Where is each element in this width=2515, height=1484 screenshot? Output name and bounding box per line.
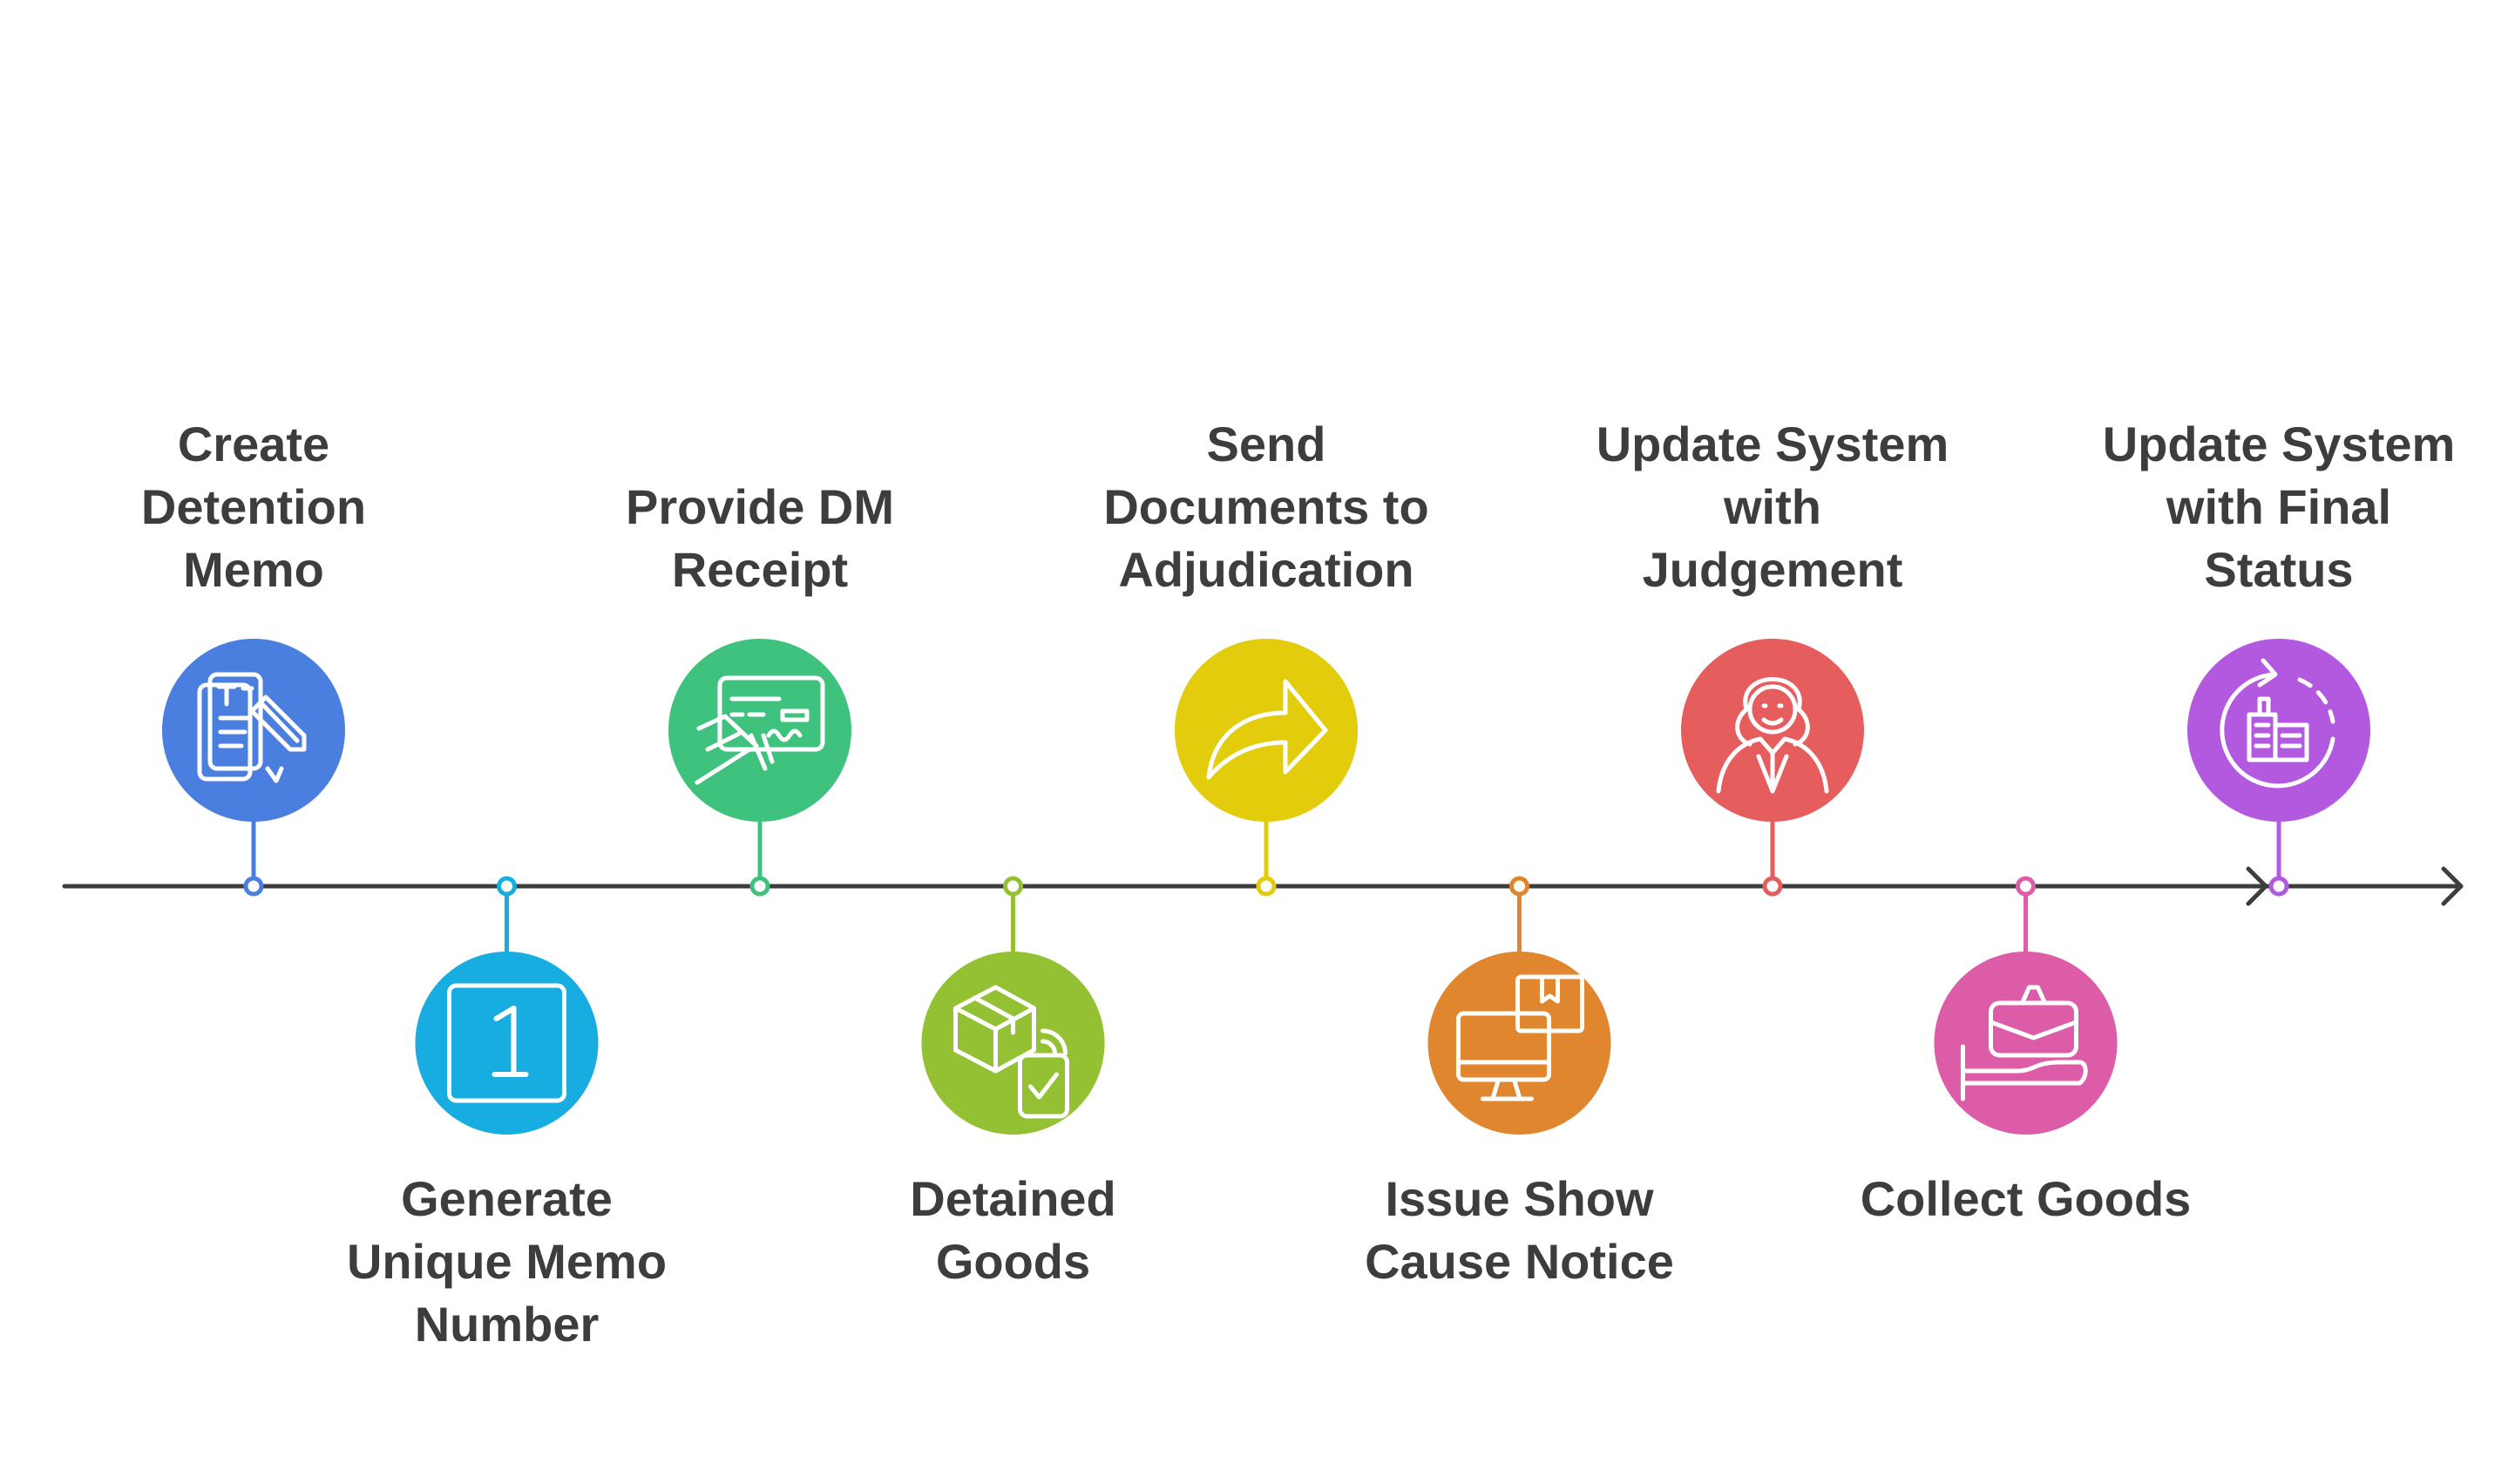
step-circle (1934, 952, 2118, 1135)
step-circle (921, 952, 1105, 1135)
receipt-card-icon (695, 675, 825, 785)
step-circle (668, 639, 851, 822)
step-label-provide-dm-receipt: Provide DM Receipt (625, 479, 895, 597)
timeline-step (1681, 639, 1864, 897)
forward-arrow-icon (1206, 679, 1328, 780)
step-marker (1509, 876, 1529, 897)
step-circle (1175, 639, 1358, 822)
timeline-step (415, 876, 599, 1135)
step-marker (497, 876, 517, 897)
refresh-status-icon (2220, 658, 2335, 789)
timeline-step (1175, 639, 1358, 897)
memo-pencil-icon (197, 672, 307, 783)
timeline-step (1427, 876, 1611, 1135)
timeline-step (2187, 639, 2370, 897)
step-label-send-documents: Send Documents to Adjudication (1103, 417, 1429, 597)
timeline-step (668, 639, 851, 897)
timeline-step (1934, 876, 2118, 1135)
step-marker (1762, 876, 1783, 897)
step-circle (1427, 952, 1611, 1135)
step-label-issue-show-cause: Issue Show Cause Notice (1365, 1171, 1674, 1289)
step-marker (2016, 876, 2036, 897)
step-label-update-final-status: Update System with Final Status (2102, 417, 2456, 597)
step-label-collect-goods: Collect Goods (1860, 1171, 2192, 1226)
step-label-update-judgement: Update System with Judgement (1596, 417, 1949, 597)
step-circle (2187, 639, 2370, 822)
timeline-arrow-end-icon (2441, 866, 2464, 906)
timeline-steps (162, 639, 2370, 1135)
step-marker (1256, 876, 1277, 897)
step-marker (243, 876, 264, 897)
step-circle (415, 952, 599, 1135)
step-circle (162, 639, 345, 822)
step-label-create-detention-memo: Create Detention Memo (140, 417, 367, 597)
step-marker (1003, 876, 1023, 897)
step-label-detained-goods: Detained Goods (910, 1171, 1116, 1289)
timeline-arrow-mid-icon (2246, 866, 2268, 906)
hand-briefcase-icon (1961, 985, 2088, 1101)
timeline-step (921, 876, 1105, 1135)
computer-box-icon (1456, 974, 1584, 1101)
step-label-generate-unique-memo-number: Generate Unique Memo Number (346, 1171, 668, 1352)
number-one-icon (447, 983, 566, 1103)
step-marker (2268, 876, 2289, 897)
step-marker (749, 876, 770, 897)
judge-icon (1716, 677, 1829, 794)
package-check-icon (953, 985, 1069, 1119)
timeline-step (162, 639, 345, 897)
